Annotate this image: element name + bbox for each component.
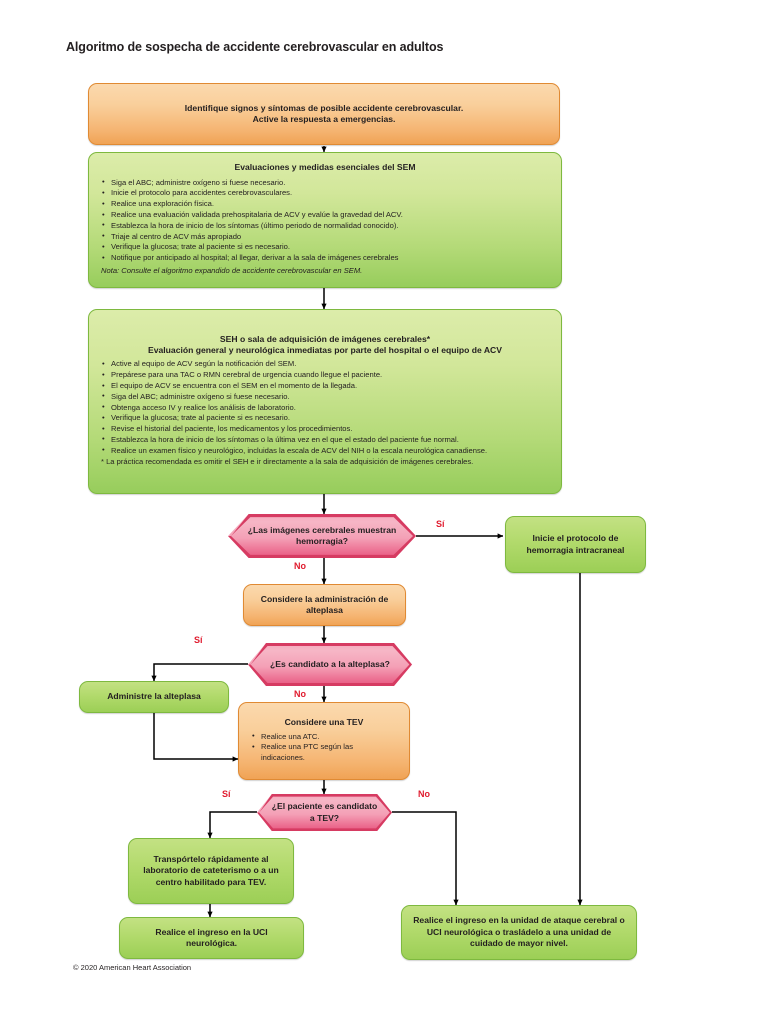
list-item: Obtenga acceso IV y realice los análisis… [101, 402, 549, 414]
list-item: Establezca la hora de inicio de los sínt… [101, 220, 549, 232]
node-n4-label: Inicie el protocolo de hemorragia intrac… [526, 533, 625, 555]
branch-label-d2-no: No [294, 689, 306, 699]
node-n3-bullets: Active al equipo de ACV según la notific… [101, 359, 549, 456]
node-admit-neuro-icu: Realice el ingreso en la UCI neurológica… [119, 917, 304, 959]
list-item: Verifique la glucosa; trate al paciente … [101, 242, 549, 253]
decision-hemorrhage: ¿Las imágenes cerebrales muestran hemorr… [228, 514, 416, 558]
node-n2-title: Evaluaciones y medidas esenciales del SE… [234, 162, 416, 173]
list-item: Realice una ATC. [251, 731, 397, 743]
branch-label-d3-yes: Sí [222, 789, 231, 799]
list-item: Prepárese para una TAC o RMN cerebral de… [101, 370, 549, 381]
node-n2-note: Nota: Consulte el algoritmo expandido de… [101, 265, 363, 275]
node-consider-alteplase: Considere la administración de alteplasa [243, 584, 406, 626]
copyright-footer: © 2020 American Heart Association [73, 963, 192, 972]
node-transport-cath-lab: Transpórtelo rápidamente al laboratorio … [128, 838, 294, 904]
decision-evt-candidate: ¿El paciente es candidato a TEV? [257, 794, 392, 831]
node-n9-label: Realice el ingreso en la UCI neurológica… [155, 926, 268, 948]
list-item: El equipo de ACV se encuentra con el SEM… [101, 381, 549, 392]
node-n1-line2: Active la respuesta a emergencias. [252, 114, 396, 124]
node-ed-imaging-suite: SEH o sala de adquisición de imágenes ce… [88, 309, 562, 494]
node-n8-label: Transpórtelo rápidamente al laboratorio … [143, 853, 279, 887]
list-item: Triaje al centro de ACV más apropiado [101, 231, 549, 243]
node-n5-label: Considere la administración de alteplasa [260, 593, 389, 615]
list-item: Realice una exploración física. [101, 199, 549, 210]
list-item: Siga el ABC; administre oxígeno si fuese… [101, 177, 549, 189]
list-item: Realice un examen físico y neurológico, … [101, 445, 549, 457]
node-ems-assessments: Evaluaciones y medidas esenciales del SE… [88, 152, 562, 288]
list-item: Inicie el protocolo para accidentes cere… [101, 188, 549, 199]
list-item: Revise el historial del paciente, los me… [101, 424, 549, 435]
hexagon-fill [228, 514, 416, 558]
page-title: Algoritmo de sospecha de accidente cereb… [66, 40, 444, 54]
list-item: Realice una evaluación validada prehospi… [101, 210, 549, 221]
node-n6-label: Administre la alteplasa [107, 691, 201, 702]
hexagon-fill [248, 643, 412, 686]
decision-alteplase-label: ¿Es candidato a la alteplasa? [270, 658, 390, 669]
node-consider-evt: Considere una TEV Realice una ATC. Reali… [238, 702, 410, 780]
list-item: Verifique la glucosa; trate al paciente … [101, 413, 549, 424]
list-item: Establezca la hora de inicio de los sínt… [101, 434, 549, 446]
node-n3-title: SEH o sala de adquisición de imágenes ce… [219, 333, 431, 344]
node-administer-alteplase: Administre la alteplasa [79, 681, 229, 713]
node-n2-bullets: Siga el ABC; administre oxígeno si fuese… [101, 177, 549, 264]
node-identify-symptoms: Identifique signos y síntomas de posible… [88, 83, 560, 145]
list-item: Active al equipo de ACV según la notific… [101, 359, 549, 370]
node-n7-bullets: Realice una ATC. Realice una PTC según l… [251, 731, 397, 764]
branch-label-d2-yes: Sí [194, 635, 203, 645]
decision-evt-label: ¿El paciente es candidato a TEV? [271, 801, 378, 823]
edge-d3-n10 [392, 811, 459, 906]
hexagon-fill [257, 794, 392, 831]
node-n3-footnote: * La práctica recomendada es omitir el S… [101, 457, 474, 467]
list-item: Notifique por anticipado al hospital; al… [101, 253, 549, 264]
branch-label-d1-yes: Sí [436, 519, 445, 529]
node-n3-subtitle: Evaluación general y neurológica inmedia… [147, 345, 502, 356]
decision-hemorrhage-label: ¿Las imágenes cerebrales muestran hemorr… [247, 524, 397, 546]
node-n7-title: Considere una TEV [284, 717, 364, 728]
branch-label-d3-no: No [418, 789, 430, 799]
list-item: Siga del ABC; administre oxígeno si fues… [101, 391, 549, 403]
decision-alteplase-candidate: ¿Es candidato a la alteplasa? [248, 643, 412, 686]
branch-label-d1-no: No [294, 561, 306, 571]
node-n10-label: Realice el ingreso en la unidad de ataqu… [413, 915, 625, 949]
edge-n6-n7 [153, 712, 239, 762]
edge-d3-n8 [207, 811, 257, 839]
node-n1-line1: Identifique signos y síntomas de posible… [184, 102, 464, 113]
list-item: Realice una PTC según las indicaciones. [251, 742, 397, 764]
edge-d2-n6 [151, 663, 248, 682]
node-admit-stroke-unit: Realice el ingreso en la unidad de ataqu… [401, 905, 637, 960]
node-ich-protocol: Inicie el protocolo de hemorragia intrac… [505, 516, 646, 573]
